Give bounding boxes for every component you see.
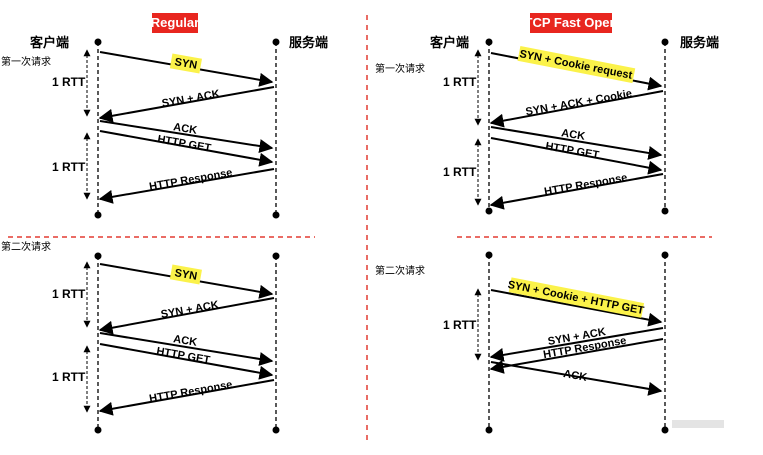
regular-panel: Regular 客户端 服务端 第一次请求 第二次请求 1 RTT 1 RTT … — [1, 13, 328, 434]
tcp-fast-open-panel: TCP Fast Open 客户端 服务端 第一次请求 第二次请求 1 RTT … — [375, 13, 724, 434]
regular-tag: Regular — [151, 15, 199, 30]
ack-arrow — [99, 332, 274, 366]
timeline-dot — [485, 207, 493, 215]
timeline-dot — [272, 38, 280, 46]
syn-highlight — [169, 53, 202, 74]
first-request-label: 第一次请求 — [1, 55, 51, 68]
ack-arrow — [99, 120, 274, 153]
tfo-tag: TCP Fast Open — [525, 15, 618, 30]
second-request-label: 第二次请求 — [1, 240, 51, 253]
http-get-arrow — [99, 130, 274, 167]
http-response-label: HTTP Response — [148, 167, 233, 193]
http-response-arrow — [98, 379, 275, 416]
timeline-dot — [485, 251, 493, 259]
http-response-label: HTTP Response — [148, 379, 233, 405]
http-get-arrow — [99, 343, 274, 380]
timeline-dot — [94, 38, 102, 46]
rtt-label: 1 RTT — [52, 287, 86, 301]
timeline-dot — [272, 252, 280, 260]
syn-cookie-http-get-label: SYN + Cookie + HTTP GET — [507, 279, 646, 317]
syn-highlight — [169, 264, 202, 285]
syn-ack-label: SYN + ACK — [160, 299, 220, 321]
client-label: 客户端 — [30, 35, 69, 51]
timeline-dot — [661, 38, 669, 46]
timeline-dot — [661, 207, 669, 215]
client-label: 客户端 — [430, 35, 469, 51]
syn-ack-arrow — [489, 327, 664, 362]
ack-label: ACK — [172, 121, 197, 137]
ack-label: ACK — [172, 333, 197, 349]
timeline-dot — [94, 426, 102, 434]
syn-ack-label: SYN + ACK — [161, 88, 221, 110]
ack-label: ACK — [560, 127, 585, 143]
timeline-dot — [94, 252, 102, 260]
syn-ack-arrow — [98, 297, 275, 335]
timeline-dot — [94, 211, 102, 219]
http-response-label: HTTP Response — [543, 172, 628, 198]
syn-cookie-highlight — [517, 46, 636, 84]
rtt-label: 1 RTT — [52, 75, 86, 89]
server-label: 服务端 — [289, 35, 328, 51]
rtt-label: 1 RTT — [52, 160, 86, 174]
http-response-arrow — [489, 173, 664, 210]
syn-ack-cookie-arrow — [489, 90, 664, 128]
timeline-dot — [661, 251, 669, 259]
timeline-dot — [485, 426, 493, 434]
regular-tag-bg — [152, 13, 198, 33]
http-response-arrow — [98, 168, 275, 204]
server-label: 服务端 — [680, 35, 719, 51]
timeline-dot — [485, 38, 493, 46]
ack-arrow — [490, 361, 663, 396]
syn-ack-arrow — [98, 86, 275, 123]
rtt-label: 1 RTT — [443, 318, 477, 332]
syn-label: SYN — [174, 267, 198, 283]
rtt-label: 1 RTT — [443, 165, 477, 179]
syn-ack-cookie-label: SYN + ACK + Cookie — [525, 88, 633, 119]
syn-cookie-http-get-arrow — [490, 289, 663, 327]
tfo-tag-bg — [530, 13, 612, 33]
rtt-label: 1 RTT — [443, 75, 477, 89]
rtt-label: 1 RTT — [52, 370, 86, 384]
http-get-label: HTTP GET — [155, 345, 211, 366]
timeline-dot — [272, 211, 280, 219]
syn-label: SYN — [174, 56, 198, 72]
faint-bar — [672, 420, 724, 428]
ack-arrow — [490, 126, 663, 160]
ack-label: ACK — [562, 368, 588, 384]
syn-cookie-get-highlight — [508, 277, 645, 318]
timeline-dot — [272, 426, 280, 434]
first-request-label: 第一次请求 — [375, 62, 425, 75]
timeline-dot — [661, 426, 669, 434]
http-response-arrow — [489, 338, 664, 374]
http-get-arrow — [490, 137, 663, 175]
second-request-label: 第二次请求 — [375, 264, 425, 277]
